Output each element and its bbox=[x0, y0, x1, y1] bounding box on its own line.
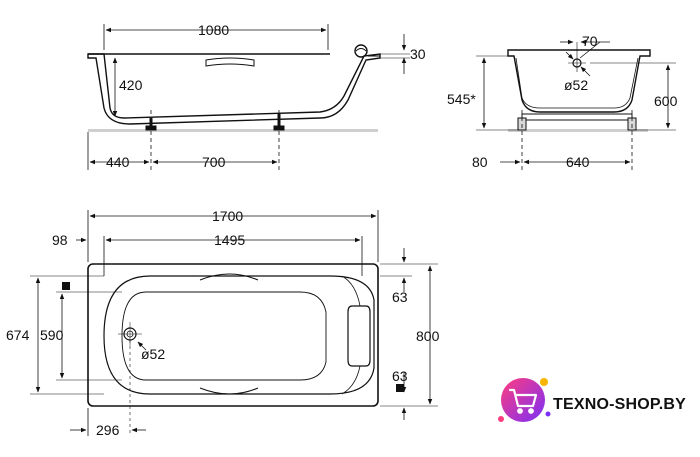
top-view bbox=[30, 210, 438, 436]
end-leg-inset-label: 80 bbox=[472, 154, 488, 170]
top-left-rim-label: 98 bbox=[52, 232, 68, 248]
end-drain-offset-label: 70 bbox=[582, 33, 598, 49]
brand-logo: TEXNO-SHOP.BY bbox=[498, 378, 686, 422]
brand-name: TEXNO-SHOP.BY bbox=[553, 396, 686, 413]
top-inner-width-label: 590 bbox=[40, 327, 64, 343]
end-height-star-label: 545* bbox=[447, 91, 476, 107]
floor-line bbox=[88, 129, 378, 132]
side-view bbox=[87, 24, 410, 170]
brand-logo-circle bbox=[501, 378, 545, 422]
top-total-width-label: 800 bbox=[416, 328, 440, 344]
side-rim-label: 30 bbox=[410, 46, 426, 62]
top-drain-diameter-label: ø52 bbox=[141, 346, 165, 362]
side-depth-label: 420 bbox=[119, 77, 143, 93]
end-view bbox=[476, 39, 676, 170]
cart-icon bbox=[508, 388, 538, 414]
top-total-length-label: 1700 bbox=[212, 208, 243, 224]
side-leg-spacing-label: 700 bbox=[202, 154, 226, 170]
end-leg-width-label: 640 bbox=[566, 154, 590, 170]
side-leg-offset-label: 440 bbox=[106, 154, 130, 170]
top-handle-bottom-label: 63 bbox=[392, 368, 408, 384]
top-handle-top-label: 63 bbox=[392, 289, 408, 305]
headrest bbox=[347, 305, 371, 367]
overflow-knob bbox=[354, 44, 368, 58]
end-drain-diameter-label: ø52 bbox=[564, 77, 588, 93]
top-inner-length-label: 1495 bbox=[214, 232, 245, 248]
end-total-height-label: 600 bbox=[654, 93, 678, 109]
top-outer-width-label: 674 bbox=[6, 327, 30, 343]
tub-end-outline bbox=[507, 49, 651, 113]
top-drain-position-label: 296 bbox=[96, 422, 120, 438]
side-length-label: 1080 bbox=[198, 22, 229, 38]
tub-inner-basin bbox=[103, 275, 375, 395]
tub-top-outline bbox=[87, 263, 379, 407]
